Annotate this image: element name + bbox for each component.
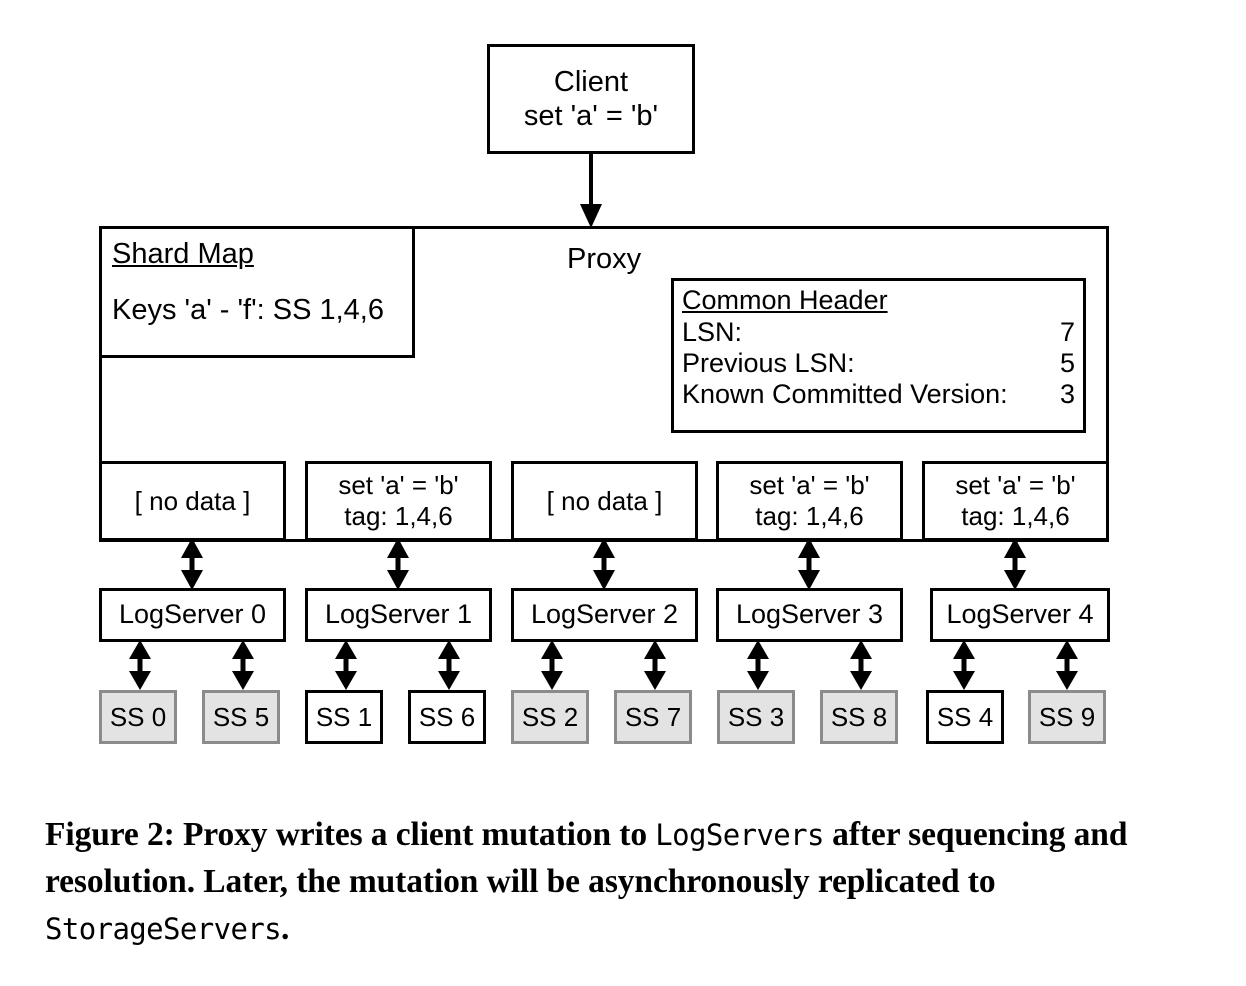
log-server-label: LogServer 1 — [324, 599, 473, 630]
message-box-0: [ no data ] — [99, 461, 286, 541]
message-line1: set 'a' = 'b' — [338, 470, 459, 501]
client-box: Client set 'a' = 'b' — [487, 44, 695, 154]
message-line1: set 'a' = 'b' — [749, 470, 870, 501]
storage-server-7: SS 7 — [614, 690, 692, 744]
logserver-3-to-ss-8-arrow — [850, 640, 872, 690]
common-header-key: LSN: — [682, 316, 743, 347]
log-server-label: LogServer 3 — [735, 599, 884, 630]
common-header-row: LSN: 7 — [682, 317, 1075, 348]
storage-server-label: SS 9 — [1038, 701, 1096, 732]
log-server-label: LogServer 0 — [118, 599, 267, 630]
message-box-1: set 'a' = 'b' tag: 1,4,6 — [305, 461, 492, 541]
caption-part-2: after sequencing and resolution. Later, … — [45, 816, 1128, 900]
common-header-title: Common Header — [682, 285, 888, 315]
log-server-4: LogServer 4 — [930, 588, 1110, 642]
storage-server-2: SS 2 — [511, 690, 589, 744]
storage-server-4: SS 4 — [926, 690, 1004, 744]
storage-server-label: SS 8 — [830, 701, 888, 732]
caption-logservers-term: LogServers — [655, 818, 824, 852]
storage-server-label: SS 0 — [109, 701, 167, 732]
common-header-row: Previous LSN: 5 — [682, 348, 1075, 379]
log-server-2: LogServer 2 — [511, 588, 698, 642]
storage-server-label: SS 7 — [624, 701, 682, 732]
storage-server-label: SS 1 — [315, 701, 373, 732]
storage-server-label: SS 3 — [727, 701, 785, 732]
storage-server-label: SS 5 — [212, 701, 270, 732]
logserver-4-to-ss-9-arrow — [1056, 640, 1078, 690]
proxy-to-logserver-4-arrow — [1004, 538, 1026, 590]
log-server-1: LogServer 1 — [305, 588, 492, 642]
message-box-4: set 'a' = 'b' tag: 1,4,6 — [922, 461, 1109, 541]
logserver-0-to-ss-0-arrow — [129, 640, 151, 690]
shard-map-title: Shard Map — [112, 238, 254, 270]
logserver-2-to-ss-2-arrow — [541, 640, 563, 690]
message-line1: set 'a' = 'b' — [955, 470, 1076, 501]
message-line2: tag: 1,4,6 — [961, 501, 1070, 531]
storage-server-label: SS 2 — [521, 701, 579, 732]
storage-server-8: SS 8 — [820, 690, 898, 744]
common-header-key: Known Committed Version: — [682, 379, 1008, 410]
logserver-2-to-ss-7-arrow — [644, 640, 666, 690]
log-server-label: LogServer 4 — [946, 599, 1094, 630]
message-line2: tag: 1,4,6 — [755, 501, 864, 531]
proxy-to-logserver-3-arrow — [798, 538, 820, 590]
client-to-proxy-arrow — [580, 154, 602, 228]
message-line2: tag: 1,4,6 — [344, 501, 453, 531]
logserver-0-to-ss-5-arrow — [232, 640, 254, 690]
caption-part-1: Figure 2: Proxy writes a client mutation… — [45, 816, 656, 853]
proxy-label: Proxy — [567, 243, 642, 275]
proxy-to-logserver-2-arrow — [593, 538, 615, 590]
proxy-to-logserver-0-arrow — [181, 538, 203, 590]
common-header-box: Common Header LSN: 7 Previous LSN: 5 Kno… — [671, 278, 1086, 433]
client-title: Client — [553, 65, 629, 98]
message-box-2: [ no data ] — [511, 461, 698, 541]
shard-map-entry: Keys 'a' - 'f': SS 1,4,6 — [112, 294, 384, 327]
storage-server-label: SS 6 — [418, 701, 476, 732]
common-header-key: Previous LSN: — [682, 348, 855, 379]
storage-server-1: SS 1 — [305, 690, 383, 744]
log-server-3: LogServer 3 — [716, 588, 903, 642]
figure-caption: Figure 2: Proxy writes a client mutation… — [45, 812, 1165, 953]
storage-server-5: SS 5 — [202, 690, 280, 744]
logserver-4-to-ss-4-arrow — [953, 640, 975, 690]
storage-server-3: SS 3 — [717, 690, 795, 744]
common-header-row: Known Committed Version: 3 — [682, 379, 1075, 410]
message-box-3: set 'a' = 'b' tag: 1,4,6 — [716, 461, 903, 541]
storage-server-9: SS 9 — [1028, 690, 1106, 744]
storage-server-label: SS 4 — [936, 701, 994, 732]
storage-server-0: SS 0 — [99, 690, 177, 744]
logserver-1-to-ss-6-arrow — [438, 640, 460, 690]
caption-storageservers-term: StorageServers — [45, 911, 282, 946]
caption-part-3: . — [281, 909, 290, 947]
logserver-3-to-ss-3-arrow — [747, 640, 769, 690]
logserver-1-to-ss-1-arrow — [335, 640, 357, 690]
shard-map-box: Shard Map Keys 'a' - 'f': SS 1,4,6 — [99, 226, 415, 358]
common-header-value: 7 — [1059, 316, 1075, 347]
message-line1: [ no data ] — [546, 485, 663, 516]
log-server-0: LogServer 0 — [99, 588, 286, 642]
log-server-label: LogServer 2 — [530, 599, 679, 630]
client-mutation: set 'a' = 'b' — [523, 100, 659, 132]
storage-server-6: SS 6 — [408, 690, 486, 744]
message-line1: [ no data ] — [134, 485, 251, 516]
common-header-value: 3 — [1059, 379, 1075, 410]
proxy-to-logserver-1-arrow — [387, 538, 409, 590]
common-header-value: 5 — [1059, 348, 1075, 379]
